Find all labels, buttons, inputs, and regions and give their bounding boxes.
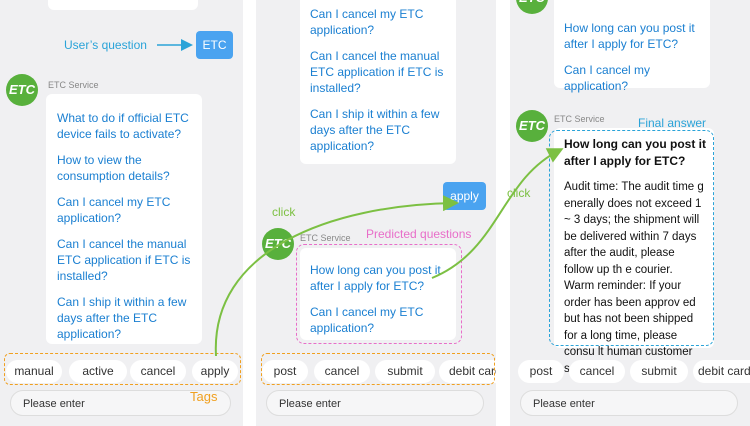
annotation-final-answer: Final answer — [638, 116, 707, 130]
tag-chip[interactable]: manual — [6, 360, 62, 383]
question-list-card: How long can you post it after I apply f… — [554, 0, 710, 93]
tag-chip[interactable]: submit — [630, 360, 688, 383]
tag-bar: manual active cancel apply — [0, 355, 243, 387]
question-link[interactable]: Can I cancel my ETC application? — [57, 195, 171, 225]
question-link[interactable]: Can I cancel the manual ETC application … — [310, 49, 444, 95]
tags-highlight-box — [4, 353, 241, 385]
annotation-tags: Tags — [190, 389, 218, 404]
predicted-highlight-box — [296, 244, 462, 344]
chat-input[interactable]: Please enter — [520, 390, 738, 416]
etc-avatar: ETC — [516, 110, 548, 142]
tags-highlight-box — [261, 353, 495, 385]
user-message-etc[interactable]: ETC — [196, 31, 233, 59]
question-link[interactable]: How long can you post it after I apply f… — [564, 21, 695, 51]
question-link[interactable]: How to view the consumption details? — [57, 153, 170, 183]
tag-chip[interactable]: debit card — [439, 360, 496, 383]
question-link[interactable]: Can I cancel the manual ETC application … — [57, 237, 191, 283]
question-link[interactable]: Can I ship it within a few days after th… — [310, 107, 440, 153]
chat-panel-3: ETC How long can you post it after I app… — [510, 0, 750, 426]
question-list-card: What to do if official ETC device fails … — [46, 94, 202, 344]
tag-chip[interactable]: apply — [192, 360, 238, 383]
tag-chip[interactable]: post — [518, 360, 564, 383]
tag-chip[interactable]: cancel — [314, 360, 370, 383]
tag-chip[interactable]: active — [69, 360, 127, 383]
tag-chip[interactable]: cancel — [130, 360, 186, 383]
chat-panel-1: User’s question ETC ETC ETC Service What… — [0, 0, 243, 426]
chat-input[interactable]: Please enter — [10, 390, 231, 416]
tag-chip[interactable]: debit card — [693, 360, 750, 383]
tag-bar: post cancel submit debit card — [256, 355, 496, 387]
tag-chip[interactable]: submit — [375, 360, 435, 383]
sender-name: ETC Service — [48, 80, 99, 90]
question-list-card: Can I cancel my ETC application? Can I c… — [300, 0, 456, 164]
etc-avatar: ETC — [516, 0, 548, 14]
user-message-apply[interactable]: apply — [443, 182, 486, 210]
question-link[interactable]: Can I ship it within a few days after th… — [57, 295, 187, 341]
annotation-predicted-questions: Predicted questions — [366, 227, 472, 241]
answer-card: How long can you post it after I apply f… — [554, 128, 714, 375]
question-link[interactable]: Can I cancel my ETC application? — [310, 7, 424, 37]
annotation-click: click — [507, 186, 531, 200]
final-answer-highlight-box — [549, 130, 714, 346]
sender-name: ETC Service — [300, 233, 351, 243]
sender-name: ETC Service — [554, 114, 605, 124]
annotation-click: click — [272, 205, 296, 219]
answer-title: How long can you post it after I apply f… — [564, 137, 706, 168]
previous-message-card — [48, 0, 198, 10]
question-link[interactable]: What to do if official ETC device fails … — [57, 111, 189, 141]
etc-avatar: ETC — [262, 228, 294, 260]
answer-body: Audit time: The audit time g enerally do… — [564, 181, 704, 375]
tag-bar: post cancel submit debit card — [510, 355, 750, 387]
etc-avatar: ETC — [6, 74, 38, 106]
question-link[interactable]: Can I cancel my application? — [564, 63, 651, 93]
tag-chip[interactable]: post — [262, 360, 308, 383]
annotation-user-question: User’s question — [64, 38, 147, 52]
tag-chip[interactable]: cancel — [569, 360, 625, 383]
chat-input[interactable]: Please enter — [266, 390, 484, 416]
